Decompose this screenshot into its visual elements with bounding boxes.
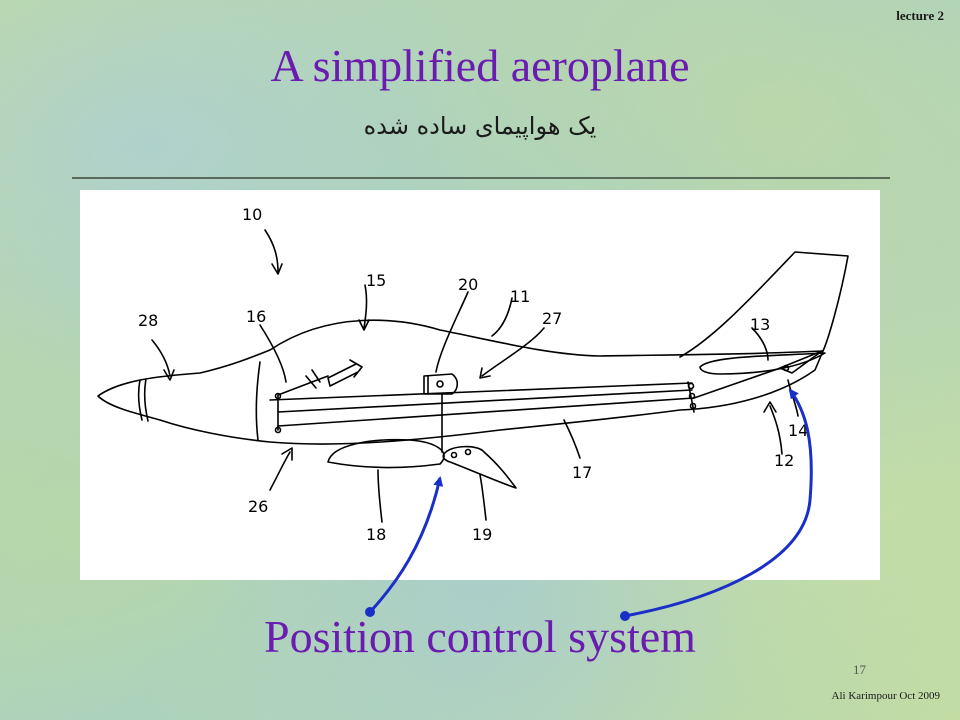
leader-20: [435, 291, 469, 373]
label-26: 26: [248, 497, 268, 516]
leader-12: [769, 405, 783, 455]
label-17: 17: [572, 463, 592, 482]
leader-26: [269, 451, 291, 491]
leader-28: [151, 339, 171, 377]
leader-16: [259, 324, 287, 383]
stabilizer: [699, 352, 826, 375]
label-10: 10: [242, 205, 262, 224]
leader-19: [479, 474, 487, 521]
main-wing: [327, 438, 445, 469]
tail-fin: [679, 251, 849, 358]
slide-title: A simplified aeroplane: [270, 40, 690, 91]
leader-11: [491, 297, 513, 337]
part-labels: 10 15 20 11 27 28 16 13 14 12 17 26 18 1…: [138, 205, 808, 544]
label-14: 14: [788, 421, 808, 440]
divider-rule: [72, 177, 890, 179]
label-28: 28: [138, 311, 158, 330]
label-18: 18: [366, 525, 386, 544]
label-12: 12: [774, 451, 794, 470]
label-16: 16: [246, 307, 266, 326]
aeroplane-drawing: 10 15 20 11 27 28 16 13 14 12 17 26 18 1…: [97, 205, 849, 544]
footer-credit: Ali Karimpour Oct 2009: [831, 690, 940, 702]
aeroplane-diagram: 10 15 20 11 27 28 16 13 14 12 17 26 18 1…: [80, 190, 880, 580]
leader-17: [563, 419, 581, 459]
pushrod-upper: [269, 382, 693, 401]
label-27: 27: [542, 309, 562, 328]
leader-15: [363, 284, 368, 329]
slide-subtitle: یک هواپیمای ساده شده: [363, 112, 597, 140]
pushrod-inner: [277, 389, 693, 413]
leader-13: [751, 327, 769, 361]
label-15: 15: [366, 271, 386, 290]
motion-arrow: [327, 359, 363, 387]
engine-body: [423, 373, 459, 395]
pushrod-lower: [277, 397, 695, 427]
page-number: 17: [853, 662, 866, 677]
cockpit-divider: [255, 361, 261, 441]
lecture-tag: lecture 2: [896, 8, 944, 23]
leader-10: [264, 229, 279, 273]
leader-18: [377, 469, 383, 523]
control-stick: [277, 381, 313, 431]
leader-27: [481, 327, 545, 377]
leader-14: [787, 379, 799, 417]
label-13: 13: [750, 315, 770, 334]
nose-cone: [137, 379, 143, 421]
callout-label: Position control system: [264, 611, 696, 662]
fuselage-outline: [97, 319, 824, 445]
label-19: 19: [472, 525, 492, 544]
label-11: 11: [510, 287, 530, 306]
nose-cone-band: [143, 378, 149, 422]
label-20: 20: [458, 275, 478, 294]
aileron: [442, 445, 517, 489]
